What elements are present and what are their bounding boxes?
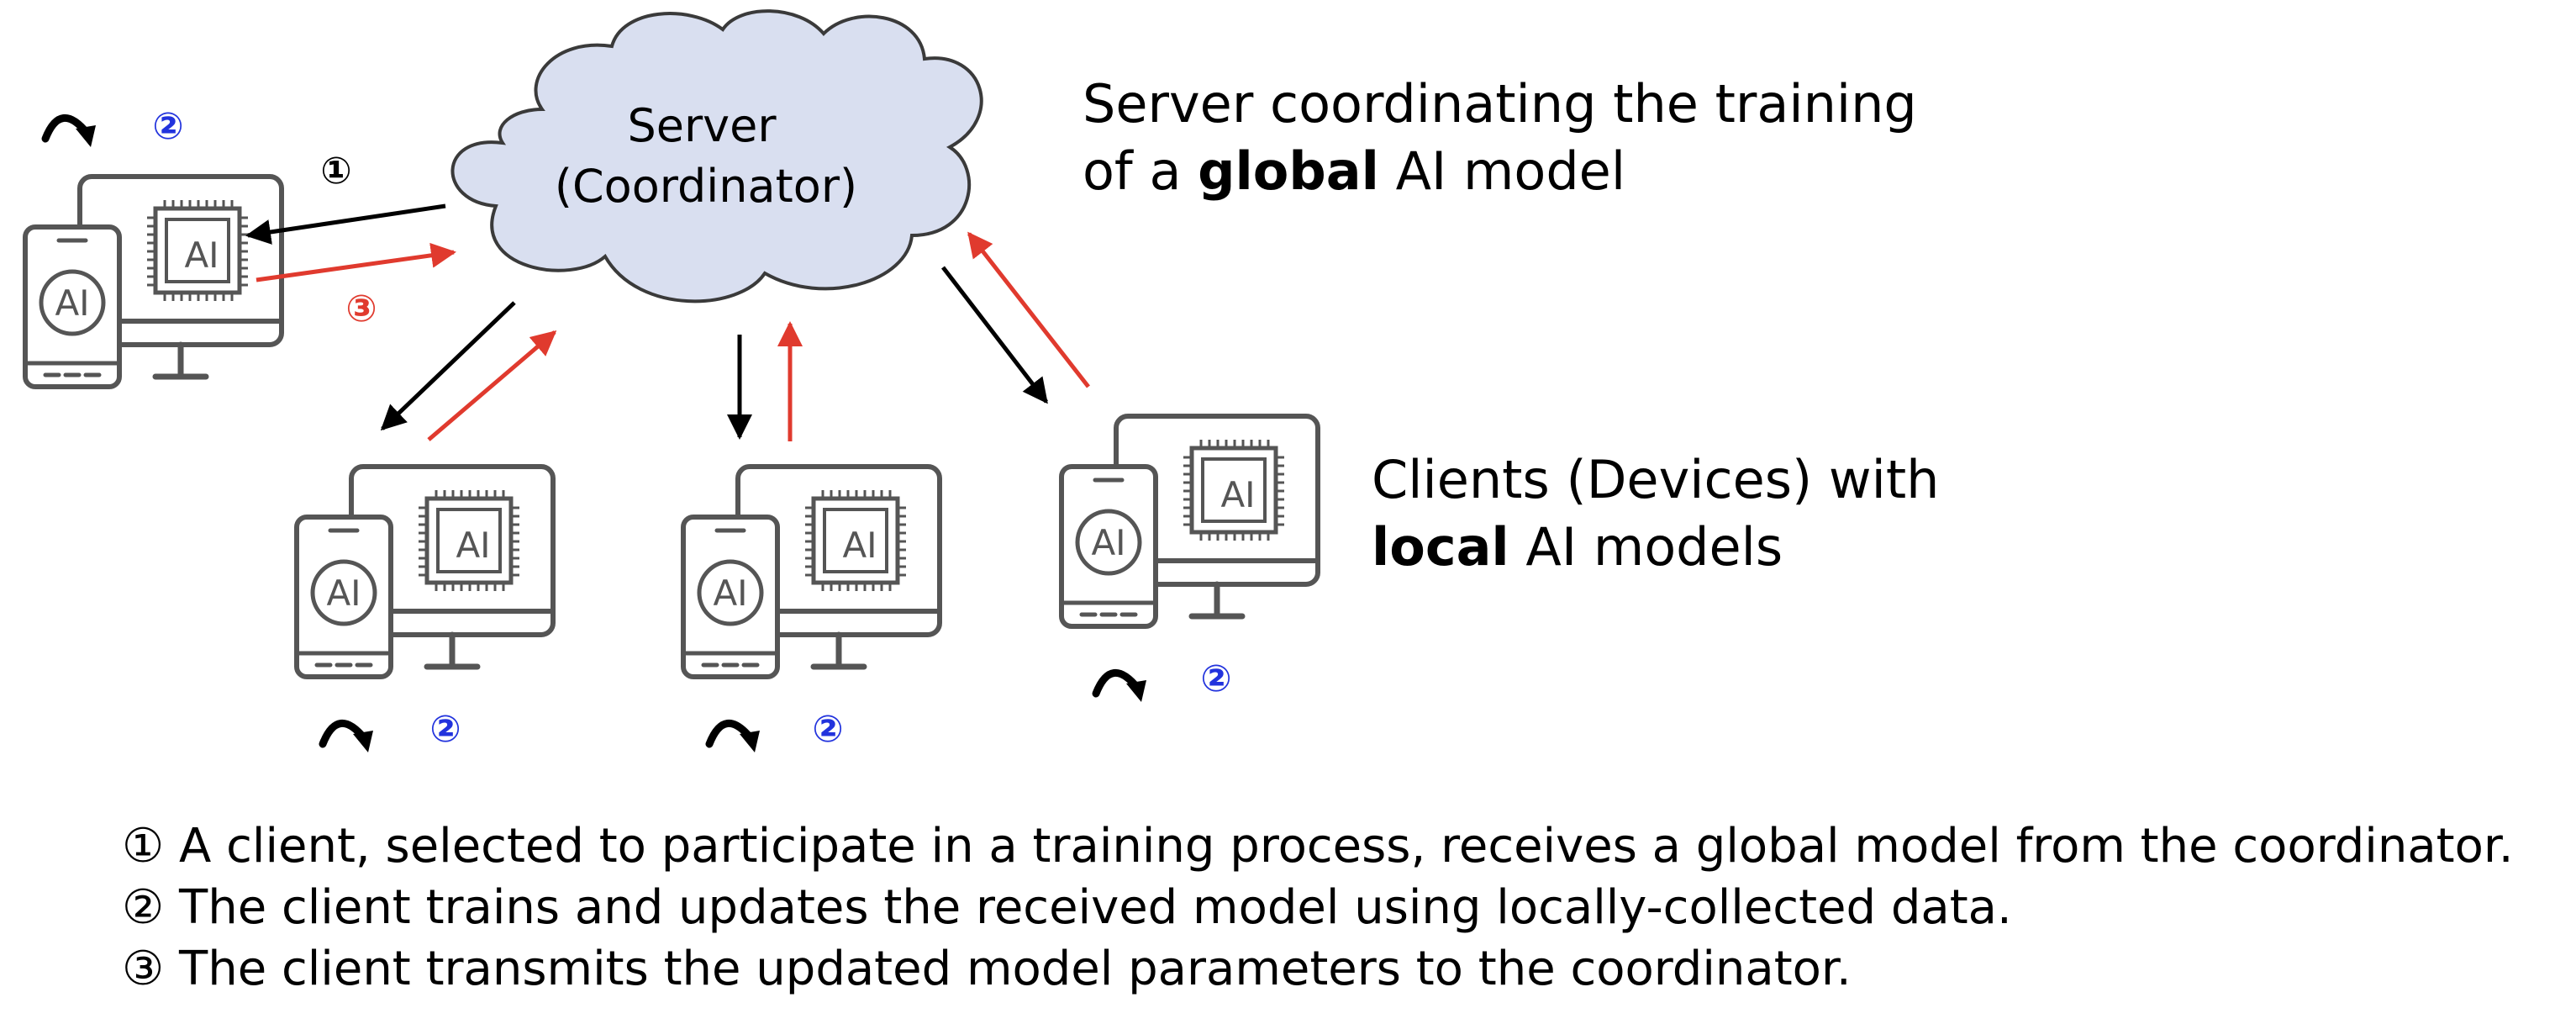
clients-caption-line1: Clients (Devices) with: [1372, 449, 1939, 510]
upload-arrow-client-4: [967, 231, 1090, 388]
client-device-3: AI AI: [683, 467, 940, 677]
device-ai-label: AI: [326, 573, 361, 614]
chip-label: AI: [184, 235, 219, 276]
client-device-1: AI AI: [25, 177, 282, 387]
upload-arrow-client-1: [255, 242, 456, 282]
server-caption-line1: Server coordinating the training: [1083, 73, 1917, 135]
step-2-marker-client-3: ②: [812, 708, 843, 751]
step-1-marker: ①: [320, 150, 351, 193]
chip-label: AI: [1220, 474, 1255, 515]
download-arrow-client-2: [380, 301, 516, 431]
legend-step-2: ② The client trains and updates the rece…: [122, 880, 2012, 935]
server-caption-line2: of a global AI model: [1083, 140, 1625, 202]
chip-label: AI: [842, 525, 877, 566]
legend-step-3: ③ The client transmits the updated model…: [122, 942, 1852, 996]
step-2-marker-client-4: ②: [1200, 657, 1231, 700]
clients-caption-line2: local AI models: [1372, 516, 1783, 578]
step-3-marker: ③: [345, 288, 377, 330]
local-training-curl-icon: [709, 723, 760, 752]
local-training-curl-icon: [323, 723, 373, 752]
download-arrow-client-1: [245, 203, 446, 245]
server-subtitle: (Coordinator): [555, 160, 857, 213]
client-device-4: AI AI: [1061, 416, 1318, 626]
device-ai-label: AI: [55, 282, 89, 324]
step-2-marker-client-1: ②: [152, 105, 183, 148]
server-cloud: [450, 9, 983, 304]
chip-label: AI: [456, 525, 490, 566]
local-training-curl-icon: [1096, 673, 1146, 702]
local-training-curl-icon: [45, 118, 96, 147]
server-title: Server: [627, 99, 777, 152]
client-device-2: AI AI: [297, 467, 553, 677]
device-ai-label: AI: [1091, 522, 1125, 563]
step-2-marker-client-2: ②: [429, 708, 461, 751]
download-arrow-client-4: [941, 266, 1048, 404]
upload-arrow-client-2: [427, 330, 557, 441]
legend-step-1: ① A client, selected to participate in a…: [122, 819, 2514, 874]
device-ai-label: AI: [713, 573, 747, 614]
